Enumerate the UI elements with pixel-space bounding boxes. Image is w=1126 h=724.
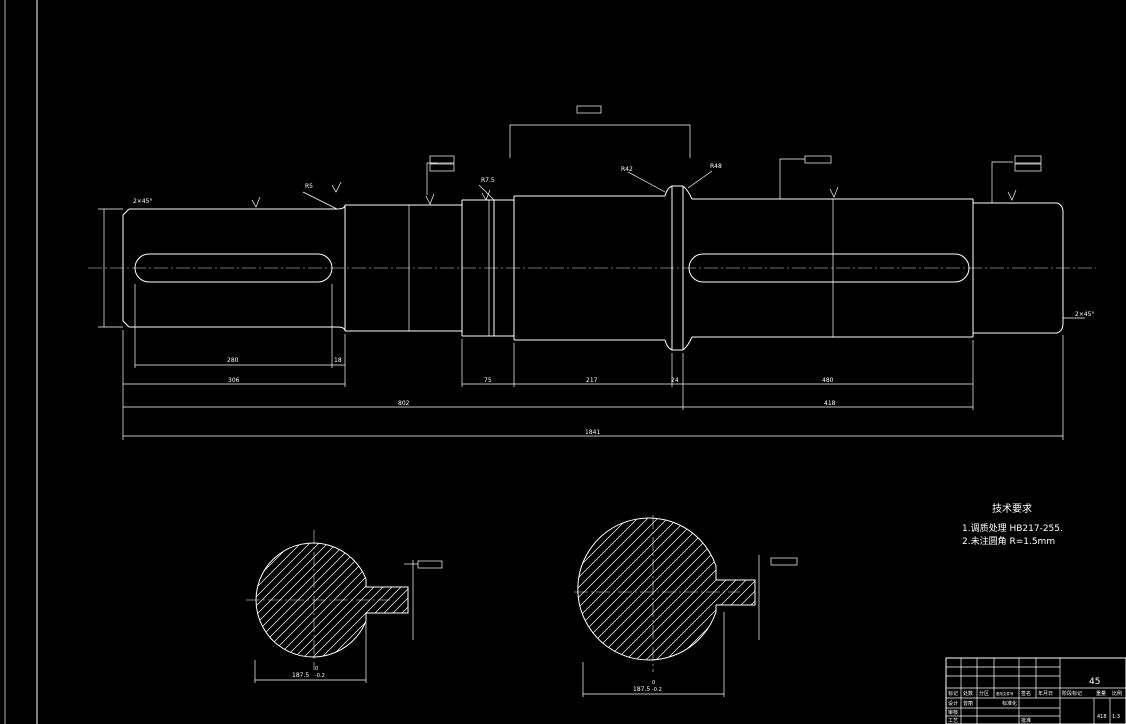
chamfer-left-label: 2×45° [133,198,152,205]
tb-row1-2: 处数 [963,690,973,697]
radius-r48-label: R48 [710,163,722,170]
keyway-left [134,253,333,283]
hatch-line [130,540,250,660]
left-segment-label: 306 [228,377,240,384]
hatch-line [699,518,755,660]
section-view-left: 187.5 0 -0.2 [130,530,529,683]
overall-length-label: 1841 [585,429,600,436]
material-label: 45 [1089,677,1100,687]
hatch-line [577,518,639,660]
tech-req-line-1: 1.调质处理 HB217-255. [962,522,1063,534]
title-block: 45 标记 处数 分区 更改文件号 签名 年月日 设计 曾丽 标准化 阶段标记 … [945,657,1126,724]
tb-row4-4: 批准 [1021,717,1031,724]
keyway-left-length-label: 280 [227,357,239,364]
diameter-dimensions [98,199,834,337]
mid-segment-label: 217 [586,377,598,384]
tb-row3-1: 审核 [948,709,958,716]
section-right-tol-lower: -0.2 [652,687,662,693]
tb-scale-header: 比例 [1112,690,1122,697]
chamfer-right-label: 2×45° [1075,311,1094,318]
tb-row1-1: 标记 [948,690,958,697]
annotation-leaders [251,124,1085,319]
section-view-right: 187.5 0 -0.2 [574,515,760,697]
hatch-line [577,518,619,660]
left-total-label: 802 [398,400,410,407]
tb-row1-4: 更改文件号 [996,691,1014,696]
hatch-line [577,518,589,660]
dimension-texts: 2×45° 280 18 306 75 217 24 480 802 418 1… [133,163,1094,436]
hatch-line [256,543,305,657]
tech-req-line-2: 2.未注圆角 R=1.5mm [962,535,1055,547]
hatch-line [409,540,529,660]
tb-scale-value: 1:3 [1112,714,1120,720]
section-left-width-label: 187.5 [292,672,309,679]
hatch-line [577,518,649,660]
shaft-outline [122,185,1064,351]
hatch-line [256,543,314,657]
technical-requirements: 技术要求 1.调质处理 HB217-255. 2.未注圆角 R=1.5mm [962,502,1063,547]
tolerance-frames [417,105,1042,569]
hatch-line [381,543,408,657]
hatch-line [256,543,260,657]
tb-row4-1: 工艺 [948,718,958,724]
tb-weight-value: 418 [1097,714,1107,720]
section-right-tol-upper: 0 [652,680,655,686]
hatch-line [399,543,408,657]
right-segment-label: 480 [822,377,834,384]
radius-r5-label: R5 [305,183,313,190]
hatch-line [719,518,755,660]
keyway-right [688,253,970,283]
right-total-label: 418 [824,400,836,407]
length-dimensions [122,284,1064,440]
hatch-line [577,518,669,660]
tb-row2-1: 设计 [948,700,958,707]
tb-stage-label: 阶段标记 [1062,690,1082,697]
tb-row2-2: 曾丽 [963,700,973,707]
hatch-line [749,518,755,660]
tb-row1-6: 年月日 [1038,690,1053,697]
section-right-width-label: 187.5 [633,686,650,693]
hatch-line [669,518,755,660]
hatch-line [729,518,755,660]
hatch-line [390,543,408,657]
tb-row1-3: 分区 [979,690,989,697]
hatch-line [577,518,579,660]
hatch-line [739,518,755,660]
tech-req-title: 技术要求 [992,502,1032,515]
hatch-line [256,543,350,657]
hatch-line [372,543,408,657]
keyway-left-offset-label: 18 [334,357,342,364]
collar-width-label: 75 [484,377,492,384]
hatch-line [336,543,408,657]
tb-weight-header: 重量 [1096,690,1106,697]
section-left-tol-lower: -0.2 [315,673,325,679]
radius-r7-5-label: R7.5 [481,177,495,184]
section-left-tol-upper: 0 [315,666,318,672]
hatch-line [256,543,296,657]
shoulder-width-label: 24 [671,377,679,384]
tb-row2-4: 标准化 [1002,700,1017,707]
hatch-line [577,518,629,660]
radius-r42-label: R42 [621,166,633,173]
hatch-line [256,543,323,657]
tb-row1-5: 签名 [1021,690,1031,697]
